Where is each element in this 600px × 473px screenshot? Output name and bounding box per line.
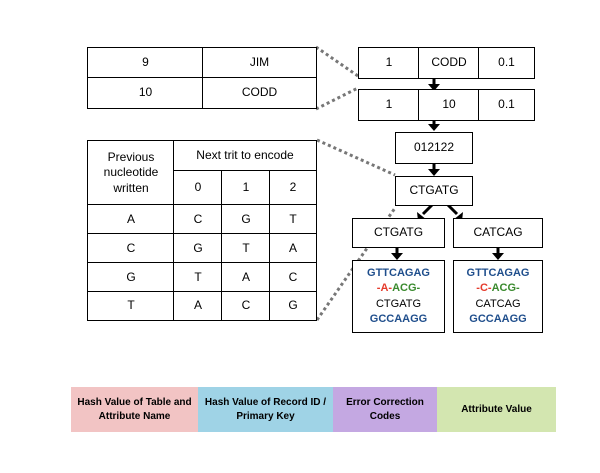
trit-header-2: 2 [269,170,317,206]
tuple-mapped-cell: 1 [358,89,420,121]
record-id-cell: 10 [87,77,204,109]
encode-cell: G [173,233,223,264]
dotted-connector [315,45,359,78]
encode-cell: A [269,233,317,264]
encode-cell: C [221,291,271,321]
arrow-head [492,253,504,260]
encode-cell: C [269,262,317,293]
prev-nucleotide-cell: G [87,262,175,293]
record-id-cell: 9 [87,47,204,79]
encode-cell: C [173,204,223,235]
prev-nucleotide-cell: T [87,291,175,321]
encode-cell: T [269,204,317,235]
arrow-head [391,253,403,260]
encoded-sequence-left: GTTCAGAG -A-ACG- CTGATG GCCAAGG [352,260,445,333]
header-previous-nucleotide: Previous nucleotide written [87,140,175,206]
encode-cell: T [221,233,271,264]
ecc-left: - [376,282,381,295]
value-sequence: CTGATG [375,297,421,310]
tuple-original-cell: 1 [358,47,420,79]
primer-prefix: GTTCAGAG [466,266,530,279]
legend-record-hash: Hash Value of Record ID / Primary Key [198,387,333,432]
primer-prefix: GTTCAGAG [367,266,430,279]
primer-suffix: GCCAAGG [469,312,527,325]
encode-cell: T [173,262,223,293]
legend-table-hash: Hash Value of Table and Attribute Name [71,387,198,432]
trit-string-box: 012122 [395,132,473,164]
encoded-sequence-right: GTTCAGAG -C-ACG- CATCAG GCCAAGG [453,260,543,333]
record-name-cell: CODD [202,77,317,109]
encoded-dna-box: CTGATG [395,176,473,206]
ecc-mid: C [479,282,488,295]
encode-cell: G [269,291,317,321]
record-name-cell: JIM [202,47,317,79]
ecc-dash: - [487,282,492,295]
value-sequence: CATCAG [475,297,521,310]
encode-cell: A [173,291,223,321]
branch-label-left: CTGATG [352,218,445,248]
ecc-dash: - [388,282,393,295]
legend-attribute-value: Attribute Value [437,387,556,432]
ecc-line: -C-ACG- [476,281,519,296]
branch-label-right: CATCAG [453,218,543,248]
legend-error-correction: Error Correction Codes [333,387,437,432]
tuple-mapped-cell: 10 [418,89,480,121]
header-next-trit: Next trit to encode [173,140,317,172]
trit-header-0: 0 [173,170,223,206]
ecc-left: - [476,282,480,295]
ecc-right: ACG- [392,282,421,295]
encode-cell: A [221,262,271,293]
prev-nucleotide-cell: A [87,204,175,235]
dotted-connector [315,86,359,111]
trit-header-1: 1 [221,170,271,206]
tuple-original-cell: 0.1 [478,47,535,79]
tuple-mapped-cell: 0.1 [478,89,535,121]
encode-cell: G [221,204,271,235]
tuple-original-cell: CODD [418,47,480,79]
arrow-head [428,84,440,91]
ecc-line: -A-ACG- [377,281,420,296]
ecc-right: ACG- [491,282,520,295]
arrow-head [428,169,440,176]
dotted-connector [316,138,396,177]
prev-nucleotide-cell: C [87,233,175,264]
ecc-mid: A [380,282,389,295]
primer-suffix: GCCAAGG [369,312,428,325]
arrow-head [428,124,440,131]
